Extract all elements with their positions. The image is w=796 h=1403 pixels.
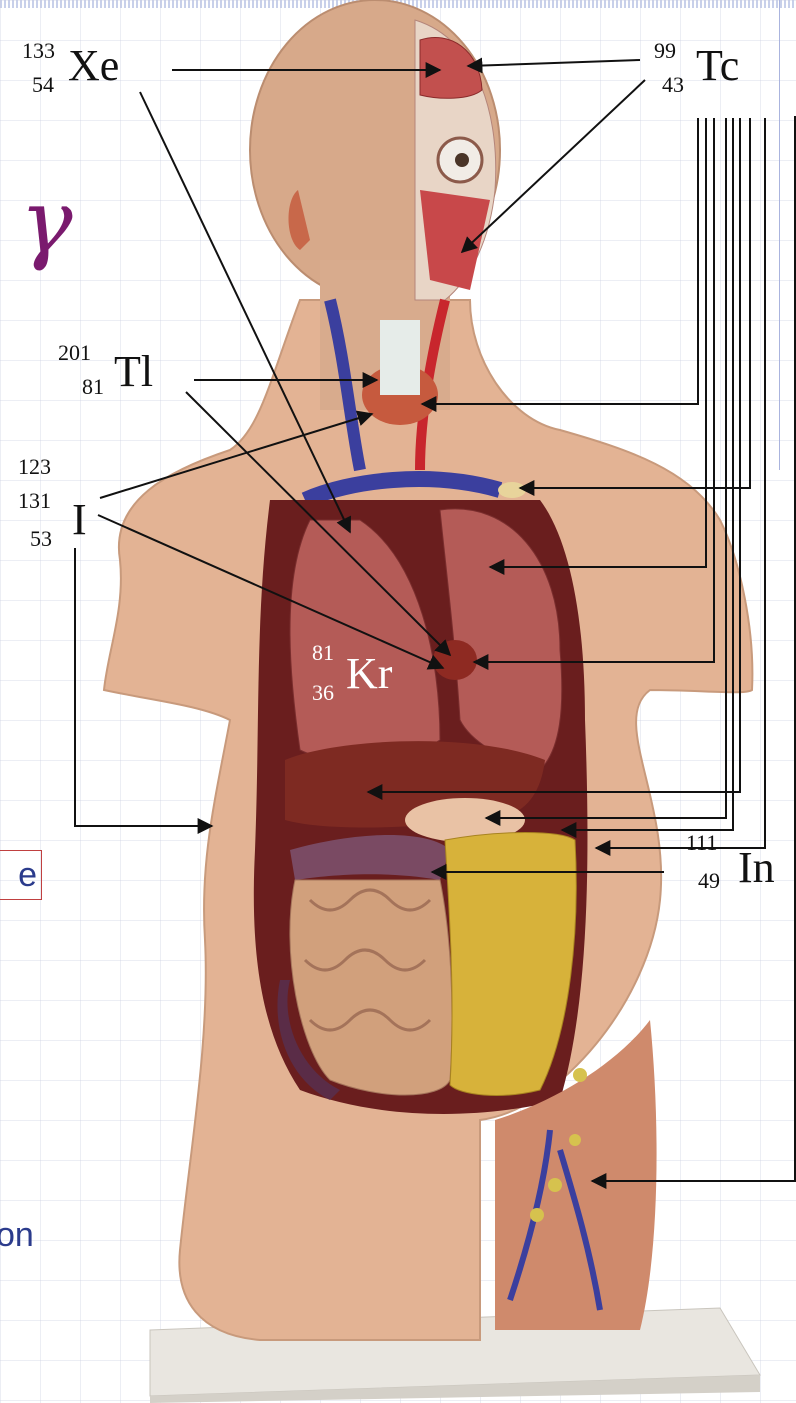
lymph-node: [530, 1208, 544, 1222]
arrow-tc-brain: [468, 60, 640, 66]
lymph-node: [548, 1178, 562, 1192]
atomic-number: 53: [30, 528, 52, 550]
lymph-node: [573, 1068, 587, 1082]
clavicle-node: [498, 482, 526, 498]
pupil: [455, 153, 469, 167]
mass-number: 111: [686, 832, 717, 854]
brain: [420, 37, 482, 98]
mass-number: 133: [22, 40, 55, 62]
mass-number: 99: [654, 40, 676, 62]
atomic-number: 81: [82, 376, 104, 398]
element-symbol: Xe: [68, 44, 119, 88]
atomic-number: 36: [312, 682, 334, 704]
mass-number: 123: [18, 456, 51, 478]
element-symbol: Tc: [696, 44, 739, 88]
mass-number: 201: [58, 342, 91, 364]
mass-number: 131: [18, 490, 51, 512]
element-symbol: In: [738, 846, 775, 890]
trachea: [380, 320, 420, 395]
lymph-node: [569, 1134, 581, 1146]
atomic-number: 43: [662, 74, 684, 96]
atomic-number: 49: [698, 870, 720, 892]
mass-number: 81: [312, 642, 334, 664]
element-symbol: I: [72, 498, 87, 542]
atomic-number: 54: [32, 74, 54, 96]
element-symbol: Tl: [114, 350, 153, 394]
face-muscle: [420, 190, 490, 290]
element-symbol: Kr: [346, 652, 392, 696]
